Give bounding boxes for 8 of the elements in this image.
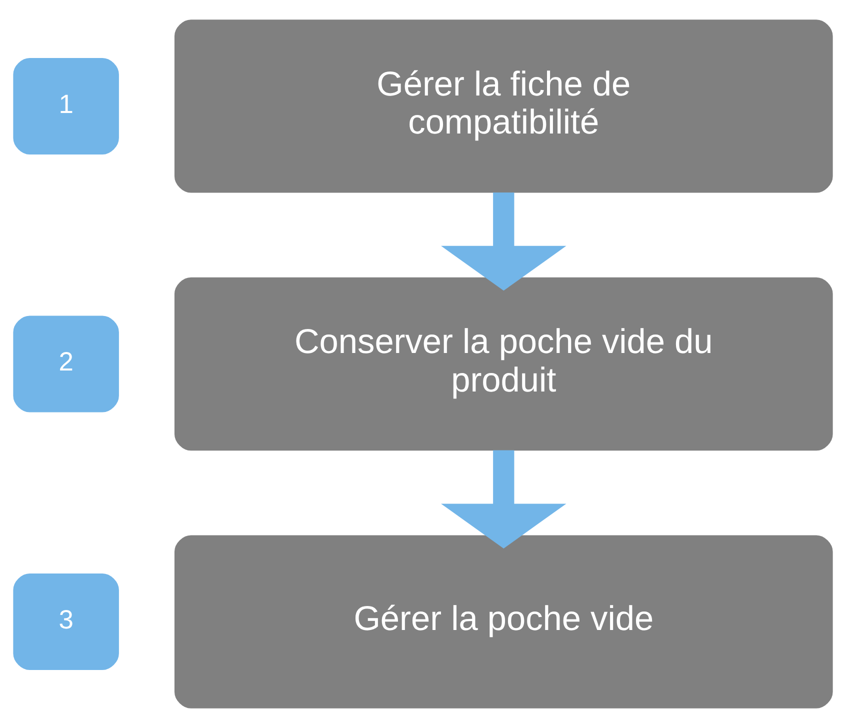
node-box: Gérer la poche vide: [174, 535, 833, 708]
arrow: [441, 192, 566, 291]
node-box: Conserver la poche vide du produit: [174, 277, 833, 451]
arrow: [441, 450, 566, 548]
node-box: 1: [13, 58, 119, 154]
node-box: 2: [13, 316, 119, 412]
node-box: 3: [13, 574, 119, 670]
node-box: Gérer la fiche de compatibilité: [174, 20, 833, 193]
